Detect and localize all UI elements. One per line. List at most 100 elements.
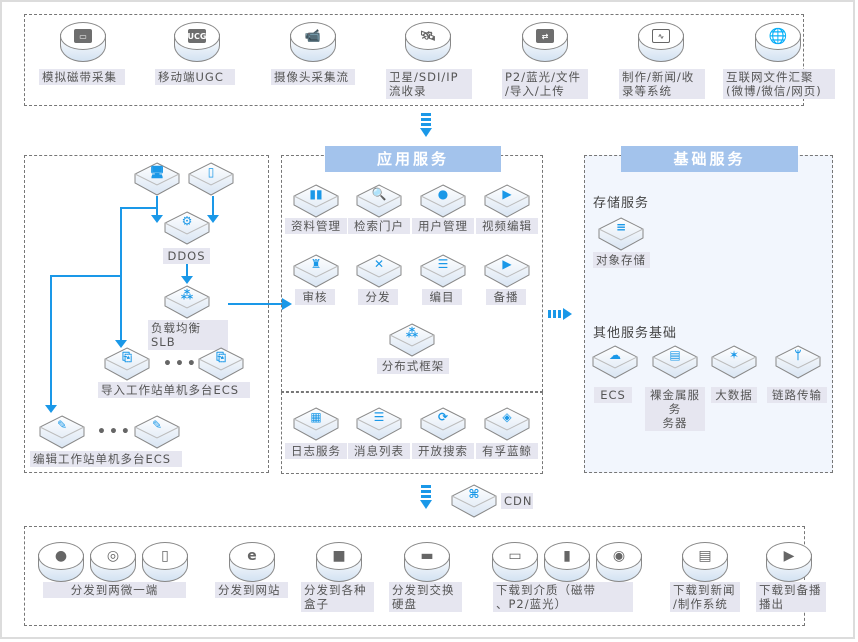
- edit-file-icon: ✎: [56, 418, 68, 432]
- ie-browser-icon: e: [229, 542, 275, 582]
- app-service-label: 资料管理: [285, 218, 347, 234]
- desktop-icon: 🖥: [149, 165, 165, 179]
- bare-metal-icon: ▤: [669, 348, 681, 362]
- ddos-label: DDOS: [163, 248, 210, 264]
- app-service-node: 🔍: [356, 184, 402, 218]
- down-arrow-icon: [420, 113, 432, 139]
- connector-line: [228, 303, 283, 305]
- access-panel: [24, 155, 269, 473]
- source-label: 摄像头采集流: [271, 69, 355, 85]
- connector-line: [50, 275, 52, 407]
- arrowhead: [207, 215, 219, 223]
- cube-stack-icon: ◈: [502, 410, 512, 424]
- arrowhead: [282, 298, 292, 310]
- branch-icon: ᛘ: [794, 348, 802, 362]
- hard-drive-icon: ▬: [404, 542, 450, 582]
- app-service-label: 消息列表: [348, 443, 410, 459]
- edit-ecs-node: ✎: [134, 415, 180, 449]
- base-service-label: 链路传输: [767, 387, 827, 403]
- source-label: 模拟磁带采集: [39, 69, 125, 85]
- app-service-node: ☰: [420, 254, 466, 288]
- app-service-label: 用户管理: [412, 218, 474, 234]
- object-storage-node: ≡: [598, 217, 644, 251]
- clipboard-list-icon: ☰: [373, 410, 385, 424]
- app-service-node: ▮▮: [293, 184, 339, 218]
- base-service-node: ᛘ: [775, 345, 821, 379]
- ellipsis: •••: [97, 424, 133, 440]
- arrowhead: [45, 405, 57, 413]
- app-service-label: 审核: [295, 289, 335, 305]
- search-refresh-icon: ⟳: [437, 410, 449, 424]
- user-icon: ●: [437, 187, 449, 201]
- satellite-icon: 🛰: [405, 22, 451, 62]
- import-ecs-label: 导入工作站单机多台ECS: [98, 382, 250, 398]
- base-service-label: 裸金属服务 务器: [645, 387, 705, 431]
- slb-label: 负载均衡SLB: [148, 320, 228, 350]
- app-service-node: ▶: [484, 184, 530, 218]
- connector-line: [212, 196, 214, 218]
- binder-icon: ▮▮: [309, 187, 323, 201]
- cdn-network-icon: ⌘: [468, 487, 480, 501]
- arrowhead: [115, 340, 127, 348]
- cdn-node: ⌘: [451, 484, 497, 518]
- app-service-node: ☰: [356, 407, 402, 441]
- connector-line: [156, 196, 158, 218]
- destination-label: 下载到新闻 /制作系统: [670, 582, 740, 612]
- destination-label: 分发到网站: [215, 582, 288, 598]
- app-service-node: ♜: [293, 254, 339, 288]
- base-services-title: 基础服务: [621, 146, 798, 172]
- import-file-icon: ⎘: [216, 350, 226, 364]
- source-label: 制作/新闻/收 录等系统: [619, 69, 705, 99]
- big-data-icon: ✶: [728, 348, 740, 362]
- base-services-panel: [584, 155, 833, 473]
- app-services-lower-panel: [281, 392, 543, 474]
- app-service-label: 备播: [486, 289, 526, 305]
- down-arrow-icon: [420, 485, 432, 511]
- destination-label: 分发到两微一端: [43, 582, 186, 598]
- base-service-label: 大数据: [711, 387, 757, 403]
- cassette-icon: ▭: [492, 542, 538, 582]
- source-label: 卫星/SDI/IP 流收录: [386, 69, 472, 99]
- app-service-node: ▦: [293, 407, 339, 441]
- app-service-node: ▶: [484, 254, 530, 288]
- monitor-icon: ∿: [638, 22, 684, 62]
- video-folder-icon: ▶: [502, 187, 512, 201]
- destination-label: 分发到交换 硬盘: [389, 582, 462, 612]
- ellipsis: •••: [163, 356, 199, 372]
- camera-icon: 📹: [290, 22, 336, 62]
- weibo-icon: ◎: [90, 542, 136, 582]
- edit-file-icon: ✎: [151, 418, 163, 432]
- connector-line: [50, 275, 120, 277]
- app-service-label: 检索门户: [348, 218, 410, 234]
- mobile-icon: ▯: [142, 542, 188, 582]
- app-service-label: 编目: [422, 289, 462, 305]
- cdn-label: CDN: [501, 493, 533, 509]
- right-arrow-icon: [548, 308, 574, 320]
- calendar-clock-icon: ▦: [310, 410, 322, 424]
- ugc-tv-icon: UCG: [174, 22, 220, 62]
- box-icon: ■: [316, 542, 362, 582]
- ugc-glyph: UCG: [188, 29, 206, 43]
- globe-icon: 🌐: [755, 22, 801, 62]
- import-ecs-node: ⎘: [104, 347, 150, 381]
- ddos-node: ⚙: [164, 211, 210, 245]
- cloud-server-icon: ☁: [609, 348, 621, 362]
- play-icon: ▶: [766, 542, 812, 582]
- gear-shield-icon: ⚙: [181, 214, 193, 228]
- app-service-label: 日志服务: [285, 443, 347, 459]
- arrowhead: [151, 215, 163, 223]
- doc-search-icon: 🔍: [371, 187, 387, 201]
- app-service-node: ⟳: [420, 407, 466, 441]
- connector-line: [120, 207, 122, 342]
- destination-label: 下载到备播 播出: [756, 582, 826, 612]
- list-icon: ☰: [437, 257, 449, 271]
- base-service-node: ☁: [592, 345, 638, 379]
- disc-icon: ◉: [596, 542, 642, 582]
- app-service-node: ●: [420, 184, 466, 218]
- edit-ecs-label: 编辑工作站单机多台ECS: [30, 451, 182, 467]
- cluster-icon: ⁂: [405, 326, 419, 340]
- app-service-node: ◈: [484, 407, 530, 441]
- server-stack-icon: ≡: [615, 220, 627, 234]
- base-service-node: ✶: [711, 345, 757, 379]
- source-label: P2/蓝光/文件 /导入/上传: [502, 69, 588, 99]
